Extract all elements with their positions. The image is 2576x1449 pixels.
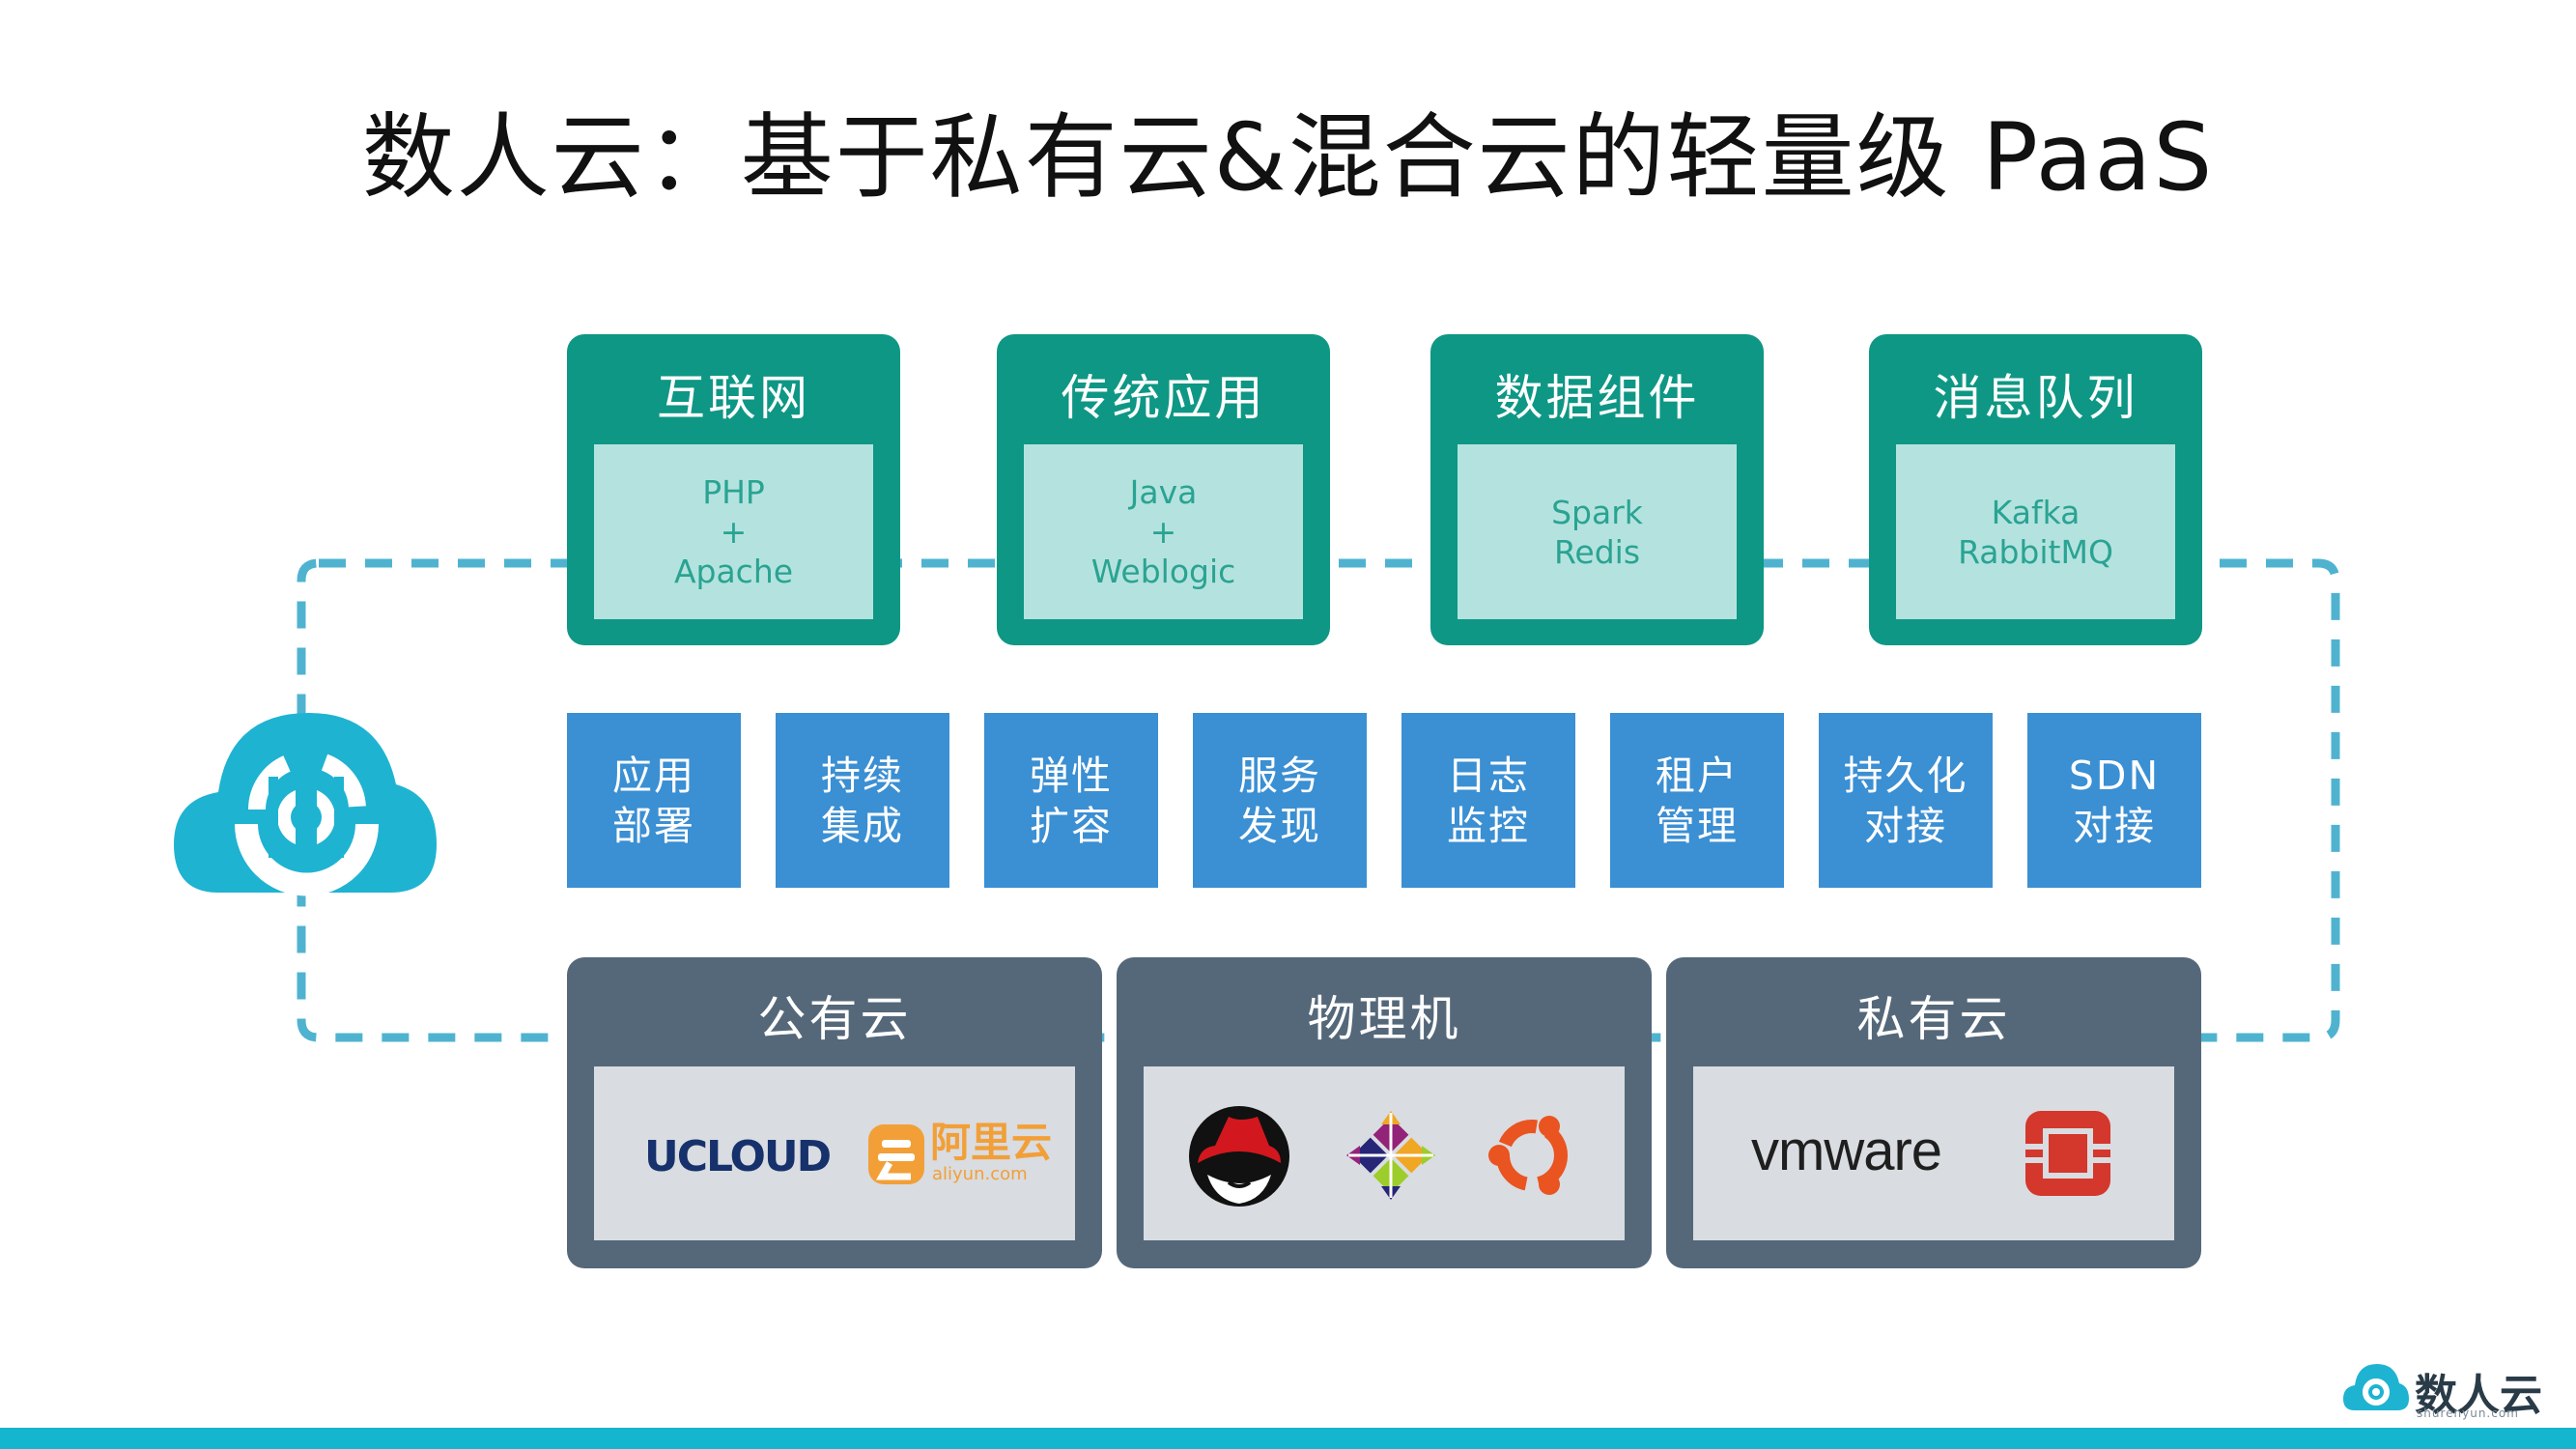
ubuntu-logo: [1488, 1116, 1568, 1195]
workload-line: +: [1149, 513, 1177, 551]
capability-tile-ci: 持续 集成: [776, 713, 949, 888]
infra-title: 公有云: [757, 991, 912, 1047]
dashed-loop-path: [297, 558, 2340, 1042]
capability-line: 对接: [1864, 802, 1947, 849]
capability-tile-app-deploy: 应用 部署: [567, 713, 741, 888]
vmware-logo-text: vmware: [1751, 1120, 1942, 1182]
capability-line: 集成: [821, 802, 904, 849]
workload-line: +: [720, 513, 748, 551]
workload-line: PHP: [702, 473, 765, 511]
capability-tile-sdn: SDN 对接: [2027, 713, 2201, 888]
workload-line: Kafka: [1991, 493, 2081, 531]
aliyun-logo-text: 阿里云: [930, 1119, 1053, 1166]
brand-name: 数人云: [2415, 1371, 2542, 1420]
cloud-icon: [174, 713, 437, 896]
capability-tile-autoscale: 弹性 扩容: [984, 713, 1158, 888]
capability-tile-persistence: 持久化 对接: [1819, 713, 1993, 888]
capability-line: 持久化: [1843, 752, 1968, 799]
workload-title: 传统应用: [1061, 370, 1266, 426]
vmware-logo: vmware: [1751, 1120, 1942, 1182]
aliyun-logo: 阿里云 aliyun.com: [868, 1119, 1053, 1190]
infra-panel-physical: 物理机: [1117, 957, 1652, 1268]
workload-line: Apache: [673, 553, 794, 590]
workload-line: Java: [1129, 473, 1198, 511]
aliyun-badge-icon: [868, 1124, 924, 1184]
capability-line: 弹性: [1030, 752, 1113, 799]
bottom-accent-bar: [0, 1428, 2576, 1449]
redhat-logo: [1189, 1106, 1289, 1207]
capability-line: 扩容: [1030, 802, 1113, 849]
workload-card-traditional-apps: 传统应用 Java + Weblogic: [997, 334, 1330, 645]
workload-line: Redis: [1553, 532, 1641, 571]
infra-logos: vmware: [1693, 1066, 2174, 1240]
workload-line: Weblogic: [1090, 553, 1236, 590]
workload-card-message-queue: 消息队列 Kafka RabbitMQ: [1869, 334, 2202, 645]
infra-title: 物理机: [1307, 991, 1461, 1047]
centos-logo: [1346, 1111, 1435, 1200]
shurenyun-cloud-icon: [2343, 1364, 2409, 1410]
capability-line: 发现: [1238, 802, 1321, 849]
workload-title: 互联网: [657, 370, 810, 426]
capability-line: 对接: [2073, 802, 2156, 849]
capability-line: SDN: [2068, 752, 2161, 799]
capability-line: 日志: [1447, 752, 1530, 799]
capability-line: 部署: [612, 802, 695, 849]
page-title: 数人云：基于私有云&混合云的轻量级 PaaS: [361, 103, 2215, 212]
workload-detail: Spark Redis: [1458, 444, 1737, 619]
ucloud-logo: UCLOUD: [644, 1126, 832, 1184]
aliyun-logo-subtext: aliyun.com: [932, 1164, 1028, 1184]
workload-detail: PHP + Apache: [594, 444, 873, 619]
workload-title: 数据组件: [1494, 370, 1700, 426]
ucloud-logo-text: UCLOUD: [644, 1132, 832, 1181]
infra-logos: UCLOUD 阿里云 aliyun.com: [594, 1066, 1075, 1240]
infra-panel-public-cloud: 公有云 UCLOUD 阿里云 aliyun.com: [567, 957, 1102, 1268]
workload-detail: Kafka RabbitMQ: [1896, 444, 2175, 619]
capability-line: 管理: [1656, 802, 1739, 849]
openstack-logo: [2025, 1111, 2110, 1196]
workload-line: RabbitMQ: [1958, 532, 2113, 571]
capability-line: 监控: [1447, 802, 1530, 849]
capability-tile-log-monitor: 日志 监控: [1401, 713, 1575, 888]
workload-title: 消息队列: [1933, 370, 2138, 426]
infra-panel-private-cloud: 私有云 vmware: [1666, 957, 2201, 1268]
workload-card-internet: 互联网 PHP + Apache: [567, 334, 900, 645]
infra-title: 私有云: [1856, 991, 2011, 1047]
capability-line: 租户: [1656, 752, 1739, 799]
brand-url: shurenyun.com: [2417, 1406, 2519, 1420]
workload-line: Spark: [1551, 493, 1643, 531]
capability-tile-service-discovery: 服务 发现: [1193, 713, 1367, 888]
workload-detail: Java + Weblogic: [1024, 444, 1303, 619]
capability-line: 应用: [612, 752, 695, 799]
workload-card-data-components: 数据组件 Spark Redis: [1430, 334, 1764, 645]
capability-line: 持续: [821, 752, 904, 799]
infra-logos: [1144, 1066, 1625, 1240]
capability-tile-tenant-mgmt: 租户 管理: [1610, 713, 1784, 888]
capability-line: 服务: [1238, 752, 1321, 799]
